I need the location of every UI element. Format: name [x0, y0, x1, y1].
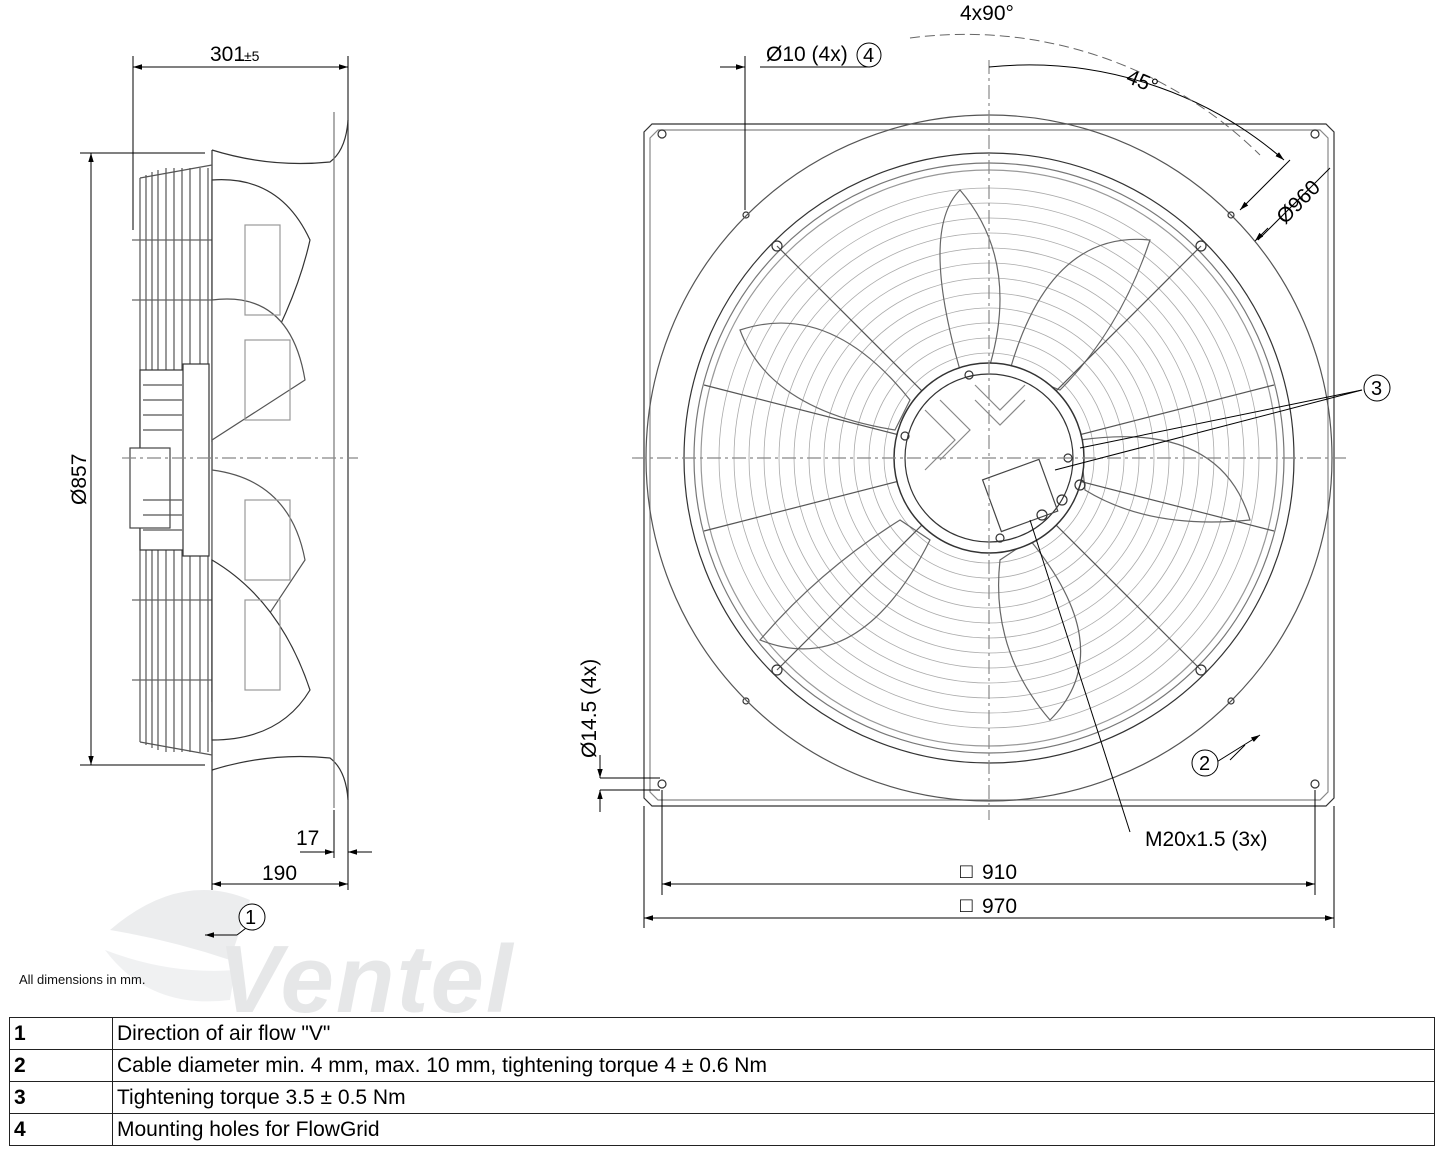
front-view-dimensions — [597, 33, 1363, 928]
legend-number: 2 — [9, 1049, 113, 1082]
footnote: All dimensions in mm. — [19, 972, 146, 987]
legend-table: 1 Direction of air flow "V" 2 Cable diam… — [9, 1017, 1435, 1146]
legend-row: 2 Cable diameter min. 4 mm, max. 10 mm, … — [9, 1049, 1435, 1082]
legend-text: Tightening torque 3.5 ± 0.5 Nm — [112, 1081, 1435, 1114]
legend-row: 1 Direction of air flow "V" — [9, 1017, 1435, 1050]
side-view-dimensions — [80, 56, 372, 938]
svg-text:1: 1 — [245, 907, 256, 929]
plate-size-label: 970 — [982, 895, 1017, 918]
legend-text: Mounting holes for FlowGrid — [112, 1113, 1435, 1146]
callout-1: 1 — [238, 903, 266, 931]
svg-text:4: 4 — [863, 45, 874, 67]
svg-text:3: 3 — [1371, 378, 1382, 400]
watermark-fan-blade-icon — [110, 890, 250, 960]
square-symbol-970: □ — [960, 894, 973, 917]
callout-2: 2 — [1191, 749, 1219, 777]
callout-4: 4 — [856, 42, 882, 68]
legend-text: Direction of air flow "V" — [112, 1017, 1435, 1050]
legend-number: 1 — [9, 1017, 113, 1050]
hole-spacing-label: 910 — [982, 861, 1017, 884]
angle-offset-label: 45° — [1123, 65, 1161, 98]
callout-3: 3 — [1363, 374, 1391, 402]
side-view — [122, 110, 358, 810]
legend-number: 4 — [9, 1113, 113, 1146]
flowgrid-hole-label: Ø10 (4x) — [766, 43, 848, 66]
legend-row: 4 Mounting holes for FlowGrid — [9, 1113, 1435, 1146]
square-symbol-910: □ — [960, 860, 973, 883]
bolt-circle-label: Ø960 — [1272, 176, 1325, 229]
ventel-watermark: Ventel — [105, 890, 515, 1015]
legend-row: 3 Tightening torque 3.5 ± 0.5 Nm — [9, 1081, 1435, 1114]
depth-overall-label: 301 — [210, 43, 245, 66]
depth-to-flange-label: 190 — [262, 862, 297, 885]
angle-spacing-label: 4x90° — [960, 2, 1014, 25]
front-view — [632, 60, 1346, 820]
mounting-hole-label: Ø14.5 (4x) — [578, 659, 601, 758]
cable-gland-label: M20x1.5 (3x) — [1145, 828, 1268, 851]
side-diameter-label: Ø857 — [68, 454, 91, 505]
flange-thickness-label: 17 — [296, 827, 319, 850]
watermark-logo: Ventel — [218, 926, 515, 1015]
depth-tolerance-label: ±5 — [244, 48, 260, 64]
legend-number: 3 — [9, 1081, 113, 1114]
svg-text:2: 2 — [1199, 753, 1210, 775]
legend-text: Cable diameter min. 4 mm, max. 10 mm, ti… — [112, 1049, 1435, 1082]
technical-drawing: Ventel — [68, 2, 1391, 1015]
